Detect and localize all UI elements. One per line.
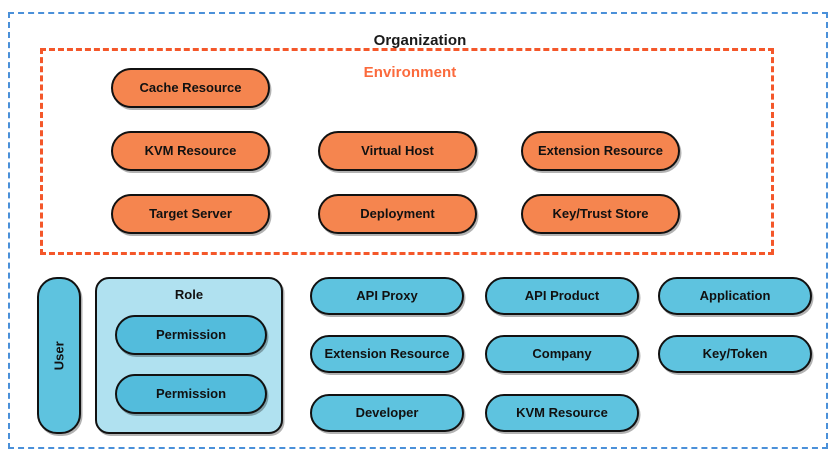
entity-kvm-resource[interactable]: KVM Resource [111,131,270,171]
entity-label: API Product [524,288,600,304]
entity-label: Permission [155,386,227,402]
entity-label: User [51,341,67,370]
entity-api-product[interactable]: API Product [485,277,639,315]
entity-cache-resource[interactable]: Cache Resource [111,68,270,108]
entity-label: KVM Resource [144,143,237,159]
entity-key-token[interactable]: Key/Token [658,335,812,373]
entity-label: API Proxy [356,288,418,304]
environment-title: Environment [363,64,457,81]
entity-key-trust-store[interactable]: Key/Trust Store [521,194,680,234]
entity-label: Cache Resource [139,80,242,96]
entity-label: Company [532,346,592,362]
entity-user[interactable]: User [37,277,81,434]
entity-label: Extension Resource [538,143,663,159]
entity-label: Extension Resource [324,346,450,362]
entity-application[interactable]: Application [658,277,812,315]
entity-label: Target Server [149,206,232,222]
entity-permission-2[interactable]: Permission [115,374,267,414]
entity-label: Application [699,288,771,304]
entity-company[interactable]: Company [485,335,639,373]
entity-deployment[interactable]: Deployment [318,194,477,234]
organization-title: Organization [373,32,467,49]
organization-container: Organization [8,12,828,449]
entity-label: KVM Resource [516,405,608,421]
environment-container: Environment [40,48,774,255]
entity-developer[interactable]: Developer [310,394,464,432]
entity-label: Virtual Host [361,143,434,159]
entity-label: Deployment [360,206,435,222]
entity-extension-resource-env[interactable]: Extension Resource [521,131,680,171]
entity-target-server[interactable]: Target Server [111,194,270,234]
entity-permission-1[interactable]: Permission [115,315,267,355]
role-container[interactable]: Role Permission Permission [95,277,283,434]
entity-extension-resource-org[interactable]: Extension Resource [310,335,464,373]
role-label: Role [174,287,204,302]
entity-kvm-resource-org[interactable]: KVM Resource [485,394,639,432]
entity-virtual-host[interactable]: Virtual Host [318,131,477,171]
entity-label: Developer [355,405,419,421]
entity-label: Key/Trust Store [552,206,649,222]
entity-label: Permission [155,327,227,343]
entity-label: Key/Token [702,346,768,362]
entity-api-proxy[interactable]: API Proxy [310,277,464,315]
